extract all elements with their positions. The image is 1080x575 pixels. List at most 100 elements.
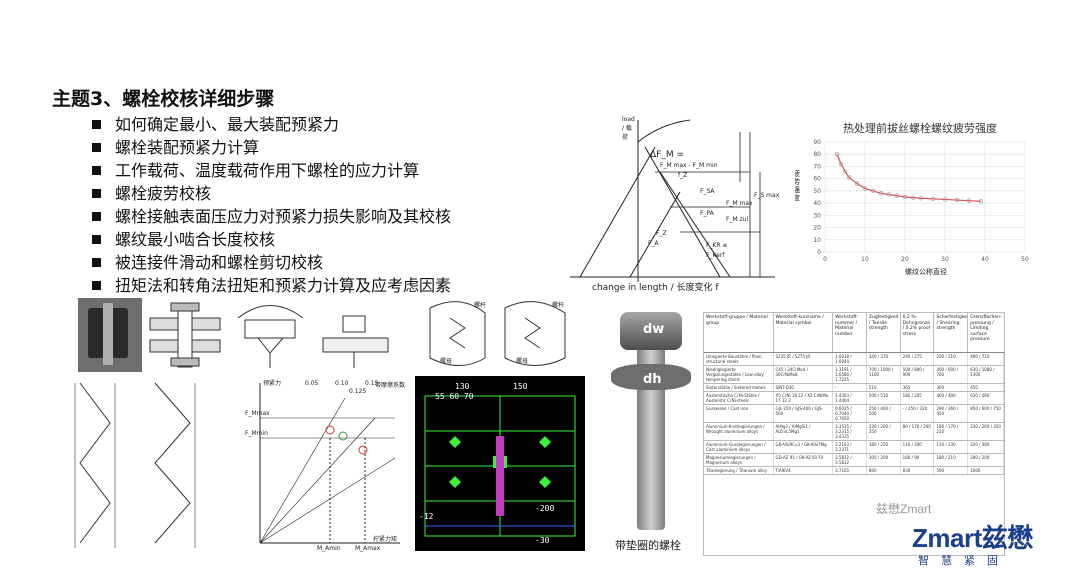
table-cell: 280 / 200 (968, 454, 1004, 466)
y-tick-label: 40 (813, 200, 821, 207)
table-cell: 160 / 90 (901, 454, 935, 466)
table-cell: - / 250 / 320 (901, 405, 935, 422)
data-point (886, 192, 892, 197)
data-point (918, 196, 924, 201)
table-cell: 3.7165 (833, 467, 867, 474)
y-tick-label: 10 (813, 237, 821, 244)
data-point (930, 196, 936, 201)
col-header: Werkstoff-gruppe / Material group (704, 313, 774, 352)
x-axis-label: change in length / 长度变化 f (592, 283, 719, 292)
friction-label: 带摩擦系数 (375, 382, 405, 389)
table-cell: 200 / 210 (934, 353, 969, 365)
table-cell: 220 / 380 (968, 441, 1004, 453)
table-cell: 365 (901, 384, 935, 391)
table-cell: TiAl6V4 (774, 467, 834, 474)
table-cell: 850 / 600 / 750 (968, 405, 1004, 422)
table-row: Aluminium-Gusslegierungen / Cast alumini… (704, 441, 1004, 454)
y-tick-label: 50 (813, 188, 821, 195)
x-tick-label: 50 (1021, 256, 1029, 263)
table-cell: 500 / 800 / 900 (901, 366, 935, 383)
table-cell: 890 (867, 467, 901, 474)
fm-max-label: F_M max (726, 200, 753, 207)
y-tick-label: 60 (813, 176, 821, 183)
data-point (966, 198, 972, 203)
table-cell: 300 (934, 384, 969, 391)
slide-title: 主题3、螺栓校核详细步骤 (52, 88, 275, 110)
chart-title: 热处理前拔丝螺栓螺纹疲劳强度 (843, 122, 997, 135)
bullet-square-icon (92, 143, 101, 152)
y-tick-label: 90 (813, 139, 821, 146)
bullet-item: 螺纹最小啮合长度校核 (92, 228, 451, 251)
brand-logo: Zmart兹懋 (912, 523, 1033, 553)
data-point (842, 169, 848, 174)
bullet-item: 螺栓装配预紧力计算 (92, 136, 451, 159)
torque-axis-label: 拧紧力矩 (373, 536, 398, 543)
table-cell: Magnesiumlegierungen / Magnesium alloys (704, 454, 774, 466)
y-tick-label: 70 (813, 163, 821, 170)
mu-005-label: 0.05 (305, 380, 319, 387)
table-cell: 630 / 1080 / 1300 (968, 366, 1004, 383)
fm-diff-label: F_M max - F_M min (660, 162, 718, 169)
y-tick-label: 30 (813, 212, 821, 219)
thread-label-3: 螺杆 (552, 302, 565, 309)
cad-dim-12: -12 (419, 512, 434, 521)
table-cell: 3.3535 / 3.2315 / 3.4335 (833, 423, 867, 440)
table-cell: 230 / 260 / 350 (968, 423, 1004, 440)
x-tick-label: 30 (941, 256, 949, 263)
table-cell: 500 / 510 (867, 392, 901, 404)
table-cell: 110 / 230 (934, 441, 969, 453)
material-table: Werkstoff-gruppe / Material group Werkst… (703, 312, 1005, 556)
cad-dim-200: -200 (535, 504, 555, 513)
table-cell: 700 / 1000 / 1100 (867, 366, 901, 383)
cad-drawing: 130 55 60 70 150 -12 -200 -30 (415, 376, 585, 551)
bullet-square-icon (92, 120, 101, 129)
cad-dim-130: 130 (455, 382, 470, 391)
table-cell: X5 CrNi 18 12 / X2 CrNiMo 17 12 2 (774, 392, 834, 404)
table-cell: 590 (934, 467, 969, 474)
data-point (878, 191, 884, 196)
bullet-square-icon (92, 258, 101, 267)
bullet-square-icon (92, 166, 101, 175)
col-header: Grenzflächen-pressung / Limiting surface… (970, 315, 1002, 342)
table-cell: Gusseisen / Cast iron (704, 405, 774, 422)
bullet-item: 被连接件滑动和螺栓剪切校核 (92, 251, 451, 274)
table-cell: 300 / 200 (867, 454, 901, 466)
data-point (838, 161, 844, 167)
chart-xlabel: 螺纹公称直径 (905, 268, 947, 276)
x-tick-label: 20 (901, 256, 909, 263)
block-drawing (318, 298, 393, 372)
x-tick-label: 40 (981, 256, 989, 263)
table-cell: S235 JR / S275 JR (774, 353, 834, 365)
thread-label-1: 螺杆 (474, 302, 487, 309)
joint-diagram: ΔF_M = F_M max - F_M min f_Z F_SA F_PA F… (560, 112, 785, 292)
table-cell: 240 / 275 (901, 353, 935, 365)
thread-label-4: 螺母 (516, 358, 529, 365)
chart-ylabel: 疲劳强度 (795, 170, 800, 202)
joint-section-drawing (145, 298, 225, 372)
preload-axis-label: 预紧力 (263, 380, 282, 387)
table-cell: 80 / 170 / 200 (901, 423, 935, 440)
mu-0125-label: 0.125 (349, 388, 367, 395)
joint-diagram-svg (570, 119, 775, 282)
table-cell: 1.0038 / 1.0044 (833, 353, 867, 365)
fs-max-label: F_S max (754, 192, 780, 199)
table-cell: 110 / 200 (901, 441, 935, 453)
table-cell: 830 (901, 467, 935, 474)
table-cell: 180 / 170 / 210 (934, 423, 969, 440)
table-cell: Titanlegierung / Titanium alloy (704, 467, 774, 474)
dw-label: dw (643, 322, 665, 337)
preload-torque-diagram: F_Mmax F_Mmin M_Amin M_Amax 0.05 0.15 0.… (245, 378, 405, 553)
cad-dim-30: -30 (535, 536, 550, 545)
cad-dim-150: 150 (513, 382, 528, 391)
table-row: Aluminium-Knetlegierungen / Wrought alum… (704, 423, 1004, 441)
table-cell: 3.5812 / 3.5812 (833, 454, 867, 466)
table-cell: 230 / 200 / 350 (867, 423, 901, 440)
fkerf-label: F_Kerf (706, 252, 725, 259)
table-cell: 450 (968, 384, 1004, 391)
y-tick-label: 0 (817, 249, 821, 256)
table-cell: 1000 (968, 467, 1004, 474)
